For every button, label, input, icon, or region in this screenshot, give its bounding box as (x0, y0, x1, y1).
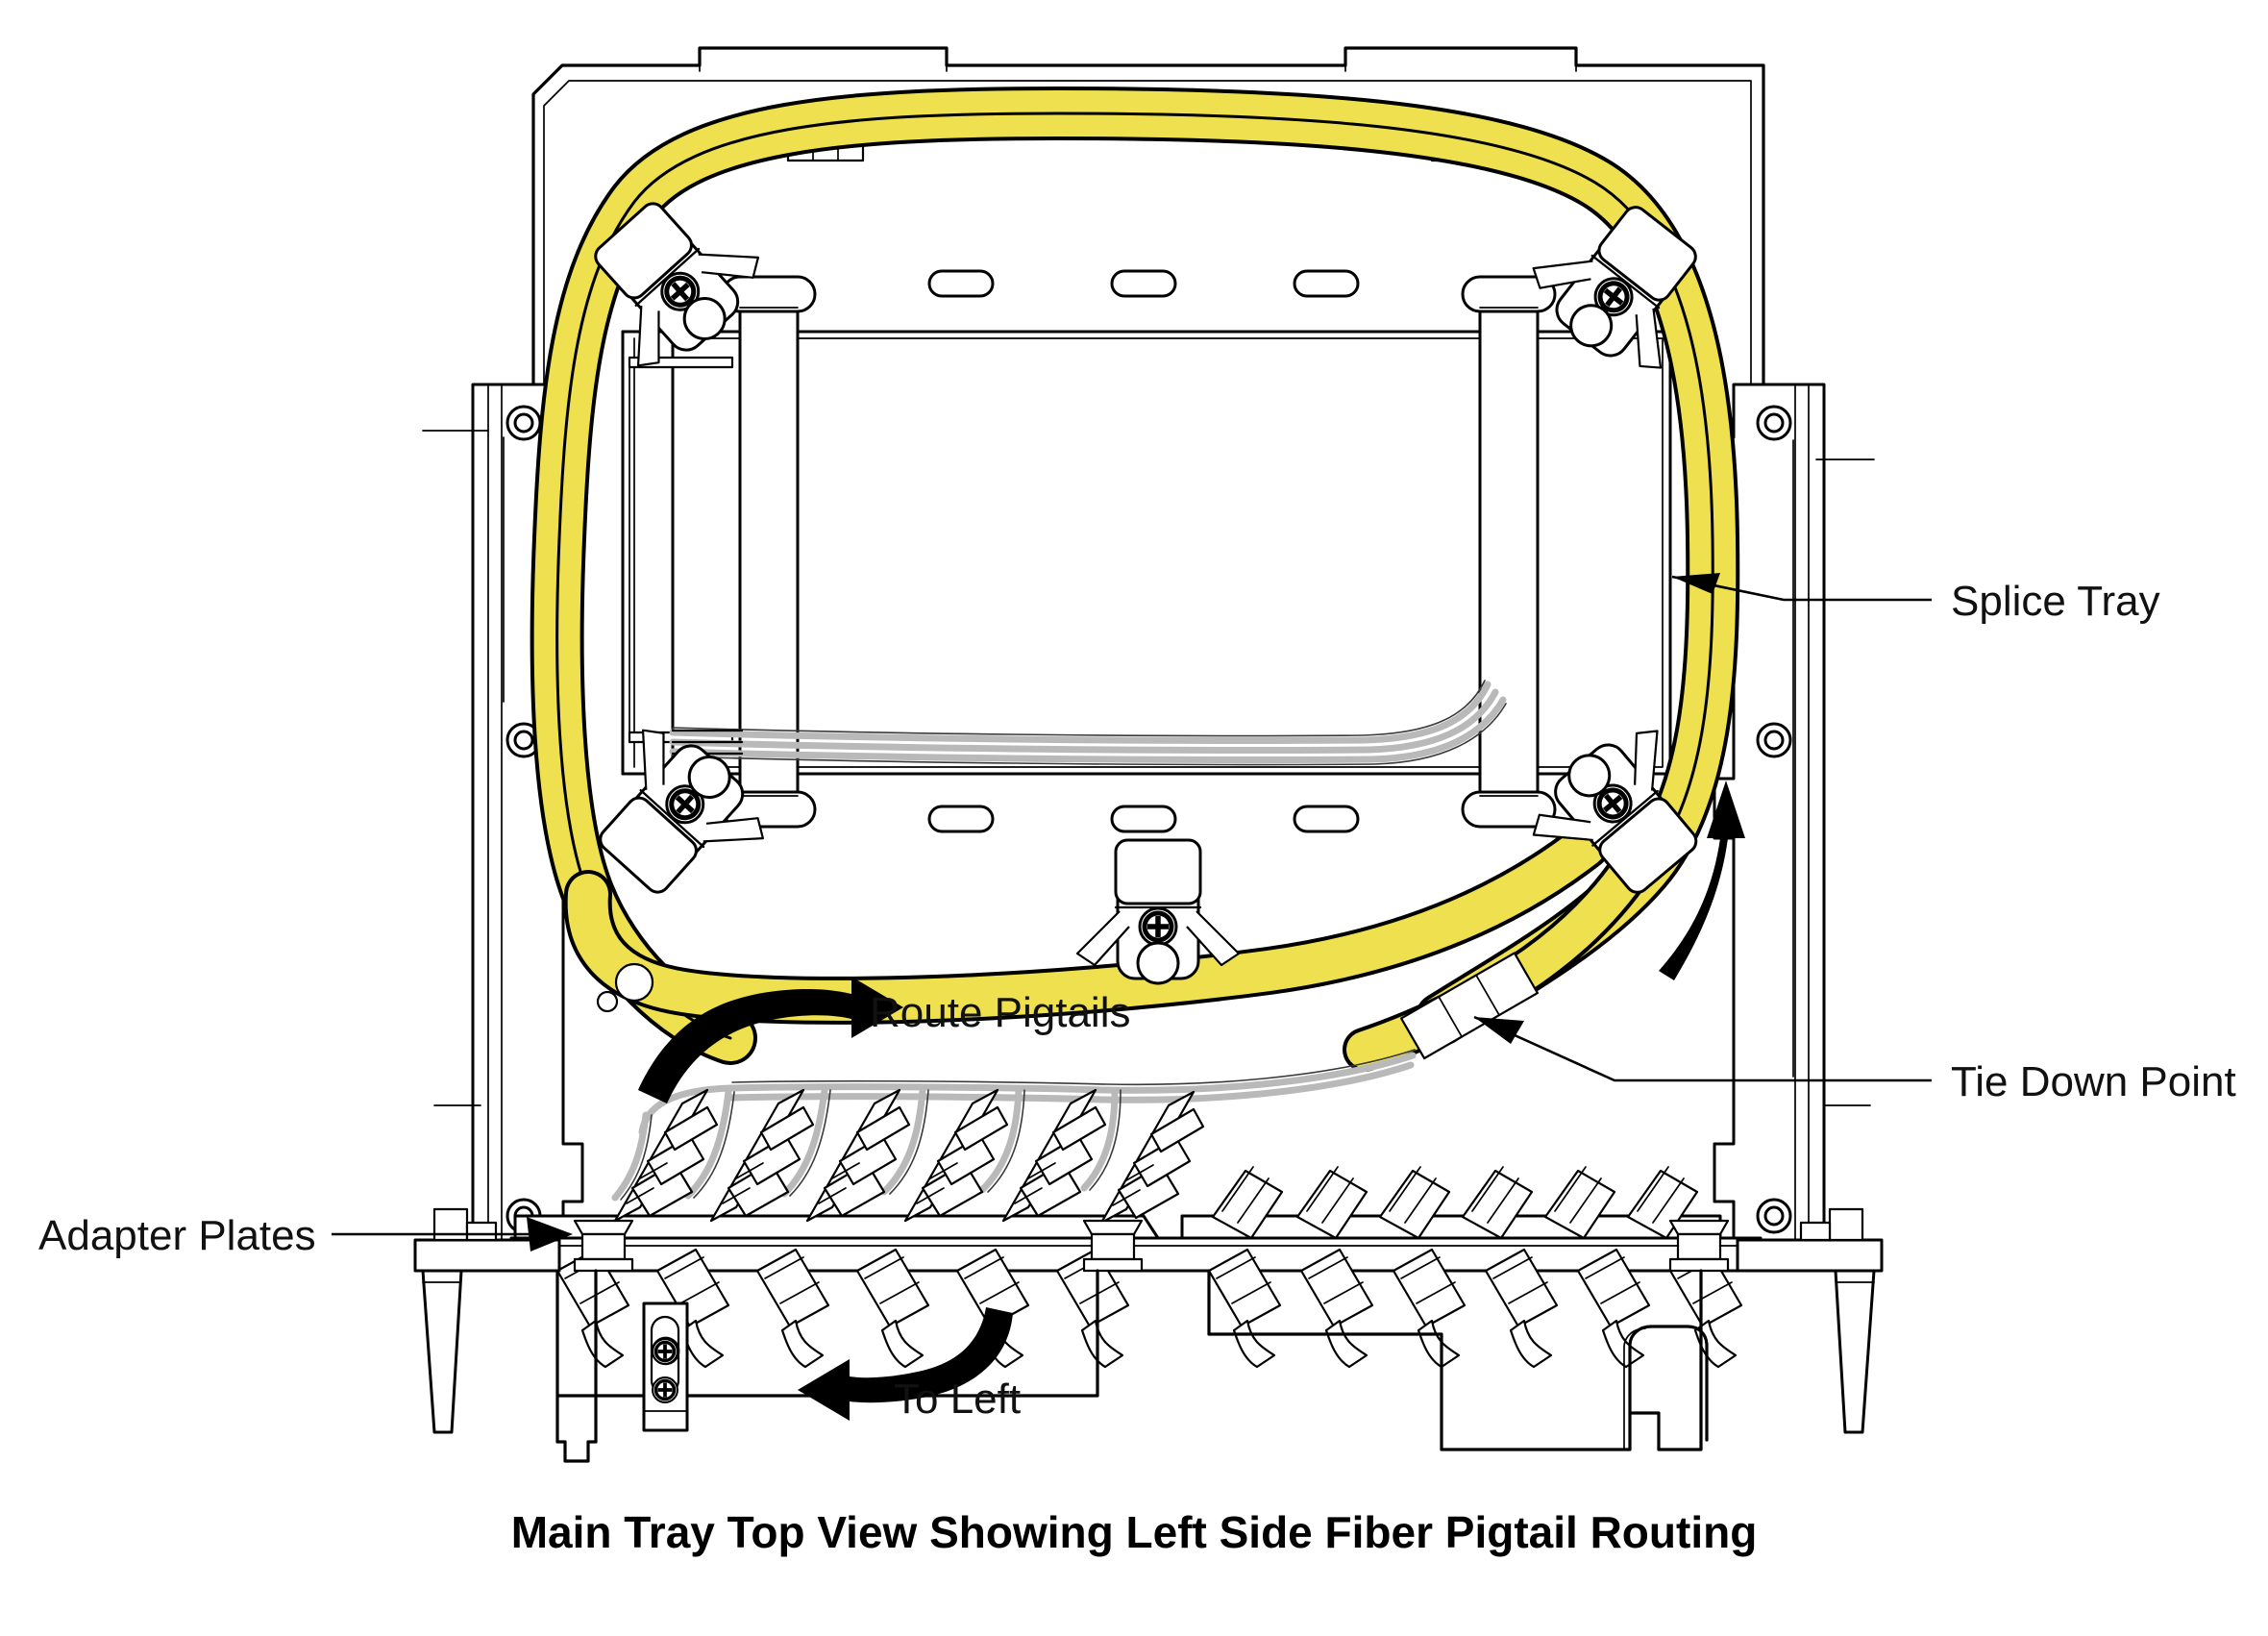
spool-post-left (573, 1219, 634, 1273)
loose-hardware-circles (596, 962, 654, 1013)
pigtail-connector (613, 1088, 719, 1223)
figure-caption: Main Tray Top View Showing Left Side Fib… (511, 1507, 1758, 1557)
bottom-slot-bracket (642, 1301, 689, 1432)
splice-tray-fibers (669, 680, 1507, 766)
callout-leader-adapter-plates (332, 1217, 573, 1252)
spool-post-center (1082, 1219, 1144, 1273)
spool-post-right (1668, 1219, 1730, 1273)
instruction-label-route-pigtails: Route Pigtails (870, 989, 1130, 1036)
callout-label-splice-tray: Splice Tray (1951, 578, 2160, 625)
callout-label-tie-down-point: Tie Down Point (1951, 1058, 2236, 1105)
pigtail-fiber-leads (611, 1049, 1417, 1202)
tray-foot-left (413, 1207, 561, 1434)
splice-tray (621, 269, 1672, 833)
route-pigtails-arrow (638, 977, 903, 1103)
to-left-arrow (798, 1307, 1013, 1421)
instruction-label-to-left: To Left (894, 1376, 1021, 1423)
callout-leader-tie-down (1473, 1015, 1932, 1082)
lower-panel-outline (555, 1269, 1709, 1463)
feed-up-arrow (1659, 781, 1745, 980)
tray-foot-right (1736, 1207, 1884, 1434)
tie-down-point-clamp (1400, 952, 1539, 1060)
plate-spool-posts (573, 1219, 1730, 1273)
callout-leader-splice-tray (1671, 573, 1932, 602)
callout-label-adapter-plates: Adapter Plates (38, 1212, 316, 1259)
splice-tray-post-right (1461, 275, 1557, 829)
